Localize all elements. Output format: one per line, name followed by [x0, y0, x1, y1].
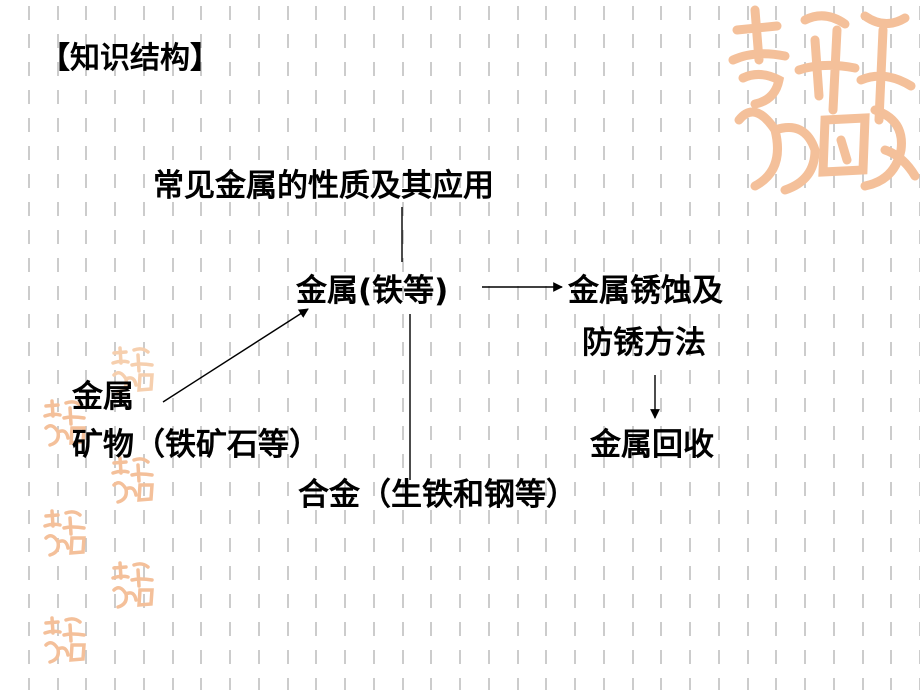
seal-stamp-icon — [111, 456, 154, 504]
seal-stamp-icon-large — [728, 5, 920, 195]
seal-stamp-icon — [111, 346, 154, 394]
node-metal-recycling: 金属回收 — [590, 427, 714, 463]
node-center-metal-iron: 金属(铁等) — [296, 273, 449, 309]
node-left-mineral-line2: 矿物（铁矿石等） — [72, 427, 320, 463]
edge-ore-to-center — [162, 308, 309, 403]
seal-stamp-icon — [43, 399, 86, 447]
seal-stamp-icon — [43, 509, 86, 557]
seal-stamp-icon — [111, 561, 154, 609]
node-right-corrosion-line2: 防锈方法 — [582, 325, 706, 361]
node-left-mineral-line1: 金属 — [72, 379, 134, 415]
node-bottom-alloy: 合金（生铁和钢等） — [298, 477, 577, 513]
seal-stamp-icon — [43, 616, 86, 664]
node-top-metal-properties: 常见金属的性质及其应用 — [153, 168, 494, 204]
slide-title: 【知识结构】 — [40, 41, 220, 76]
node-right-corrosion-line1: 金属锈蚀及 — [568, 273, 723, 309]
